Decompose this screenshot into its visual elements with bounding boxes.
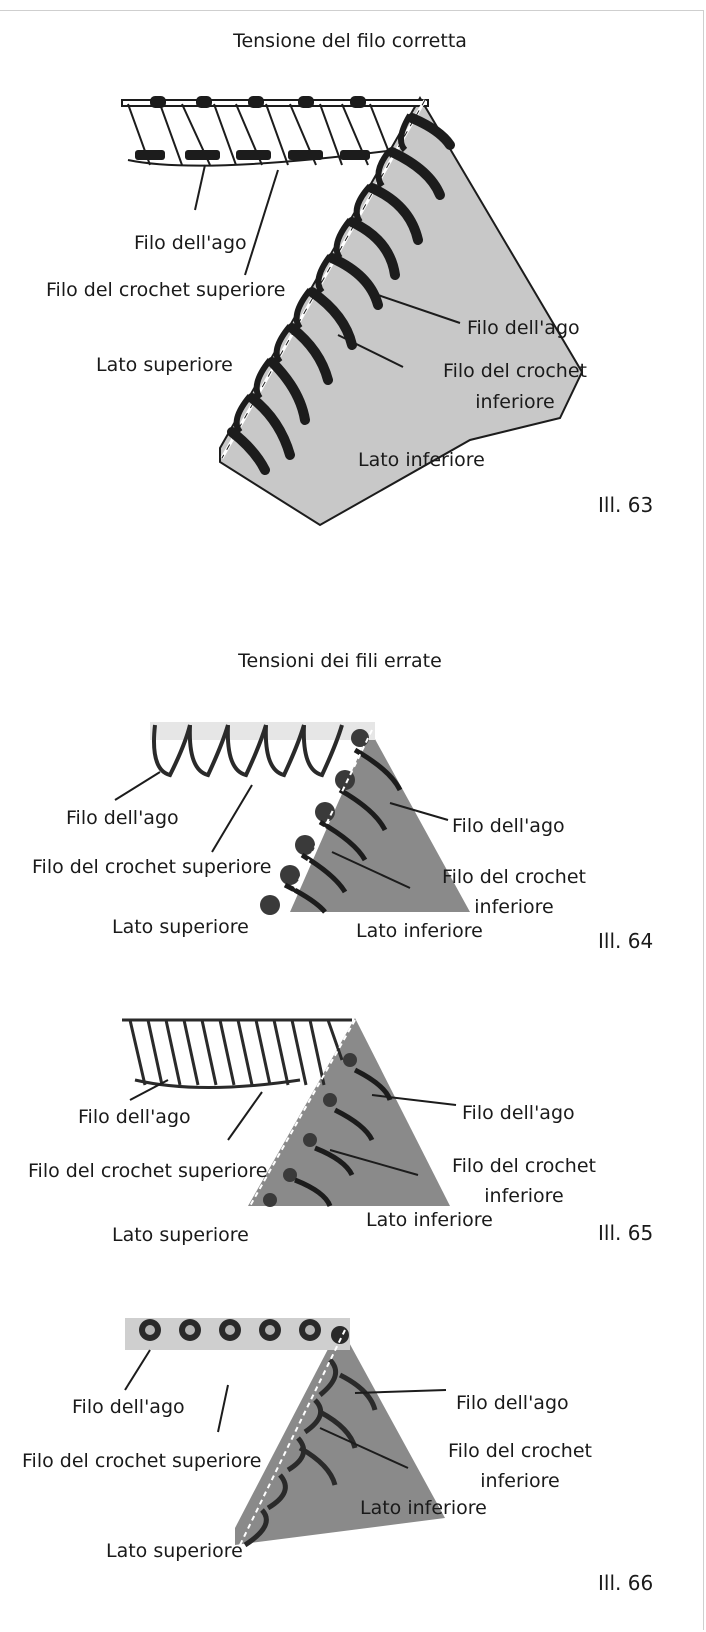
ill64-label-needle-left: Filo dell'ago bbox=[66, 807, 179, 829]
label-lower-looper-line2: inferiore bbox=[475, 391, 555, 413]
figure-number-63: Ill. 63 bbox=[598, 493, 654, 517]
ill64-label-upper-side: Lato superiore bbox=[112, 916, 249, 938]
ill66-label-upper-looper: Filo del crochet superiore bbox=[22, 1450, 262, 1472]
ill65-label-needle-left: Filo dell'ago bbox=[78, 1106, 191, 1128]
section-title-wrong: Tensioni dei fili errate bbox=[238, 650, 442, 672]
ill64-label-lower-looper-2: inferiore bbox=[474, 896, 554, 918]
ill64-label-lower-side: Lato inferiore bbox=[356, 920, 483, 942]
ill66-label-needle-right: Filo dell'ago bbox=[456, 1392, 569, 1414]
label-lower-side: Lato inferiore bbox=[358, 449, 485, 471]
ill65-label-lower-side: Lato inferiore bbox=[366, 1209, 493, 1231]
ill65-label-lower-looper-1: Filo del crochet bbox=[452, 1155, 596, 1177]
page-frame bbox=[0, 10, 704, 1630]
figure-number-66: Ill. 66 bbox=[598, 1571, 654, 1595]
figure-number-65: Ill. 65 bbox=[598, 1221, 654, 1245]
label-lower-looper-line1: Filo del crochet bbox=[443, 360, 587, 382]
ill66-label-lower-looper-2: inferiore bbox=[480, 1470, 560, 1492]
ill64-label-upper-looper: Filo del crochet superiore bbox=[32, 856, 272, 878]
ill66-label-needle-left: Filo dell'ago bbox=[72, 1396, 185, 1418]
ill66-label-upper-side: Lato superiore bbox=[106, 1540, 243, 1562]
ill64-label-needle-right: Filo dell'ago bbox=[452, 815, 565, 837]
label-upper-side: Lato superiore bbox=[96, 354, 233, 376]
section-title-correct: Tensione del filo corretta bbox=[233, 30, 467, 52]
ill65-label-upper-side: Lato superiore bbox=[112, 1224, 249, 1246]
figure-number-64: Ill. 64 bbox=[598, 929, 654, 953]
ill66-label-lower-looper-1: Filo del crochet bbox=[448, 1440, 592, 1462]
ill64-label-lower-looper-1: Filo del crochet bbox=[442, 866, 586, 888]
label-needle-thread-right: Filo dell'ago bbox=[467, 317, 580, 339]
ill65-label-lower-looper-2: inferiore bbox=[484, 1185, 564, 1207]
ill66-label-lower-side: Lato inferiore bbox=[360, 1497, 487, 1519]
label-upper-looper-thread: Filo del crochet superiore bbox=[46, 279, 286, 301]
ill65-label-needle-right: Filo dell'ago bbox=[462, 1102, 575, 1124]
ill65-label-upper-looper: Filo del crochet superiore bbox=[28, 1160, 268, 1182]
label-needle-thread-left: Filo dell'ago bbox=[134, 232, 247, 254]
